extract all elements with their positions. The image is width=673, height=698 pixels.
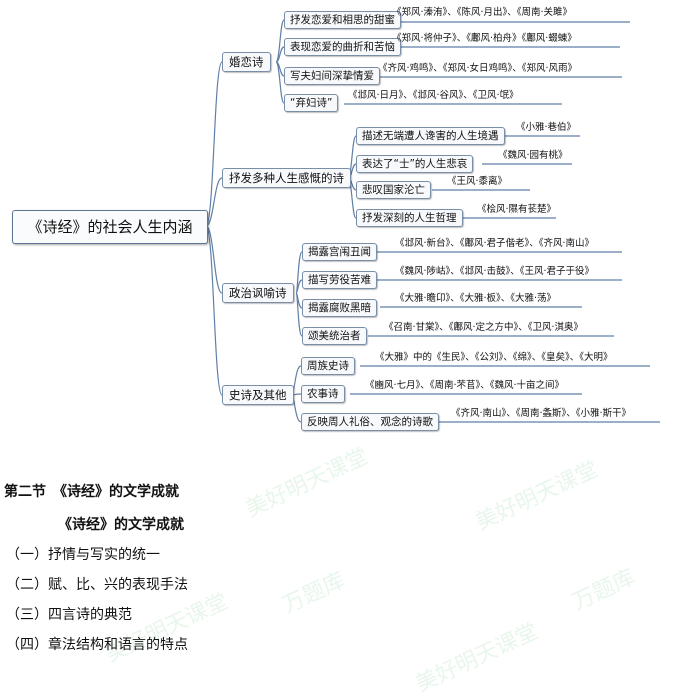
topic-node: 表现恋爱的曲折和苦恼 — [284, 38, 401, 56]
connector — [275, 19, 285, 63]
topic-node: 揭露宫闱丑闻 — [302, 243, 377, 261]
poem-list: 《王风·黍离》 — [447, 176, 508, 187]
topic-node: 抒发深刻的人生哲理 — [356, 209, 463, 227]
list-item: （一）抒情与写实的统一 — [6, 547, 160, 563]
topic-node: 反映周人礼俗、观念的诗歌 — [301, 413, 439, 431]
poem-list: 《魏风·园有桃》 — [498, 150, 568, 161]
topic-node: 描述无端遭人谗害的人生境遇 — [356, 127, 505, 145]
branch-node-epic: 史诗及其他 — [222, 385, 294, 405]
connector — [205, 225, 223, 396]
poem-list: 《魏风·陟岵》、《邶风·击鼓》、《王风·君子于役》 — [395, 266, 595, 277]
watermark: 美好明天课堂 — [241, 444, 373, 523]
topic-node: 表达了“士”的人生悲哀 — [356, 155, 474, 173]
topic-node: 抒发恋爱和相思的甜蜜 — [284, 11, 401, 29]
poem-list: 《齐风·南山》、《周南·螽斯》、《小雅·斯干》 — [451, 408, 632, 419]
poem-list: 《桧风·隰有苌楚》 — [477, 204, 557, 215]
list-item: （二）赋、比、兴的表现手法 — [6, 577, 188, 593]
connector — [205, 61, 223, 227]
watermark: 万题库 — [278, 567, 350, 619]
watermark: 美好明天课堂 — [101, 589, 233, 668]
poem-list: 《齐风·鸡鸣》、《郑风·女日鸡鸣》、《郑风·风雨》 — [378, 63, 578, 74]
poem-list: 《召南·甘棠》、《鄘风·定之方中》、《卫风·淇奥》 — [384, 322, 584, 333]
subsection-title: 《诗经》的文学成就 — [58, 517, 184, 533]
branch-node-politics: 政治讽喻诗 — [222, 283, 294, 303]
topic-node: 周族史诗 — [301, 357, 355, 375]
poem-list: 《郑风·将仲子》、《鄘风·柏舟》《鄘风·蝃蝀》 — [392, 33, 577, 44]
poem-list: 《小雅·巷伯》 — [516, 122, 577, 133]
section-title: 第二节 《诗经》的文学成就 — [4, 484, 179, 500]
connector — [295, 292, 303, 337]
branch-node-life: 抒发多种人生感慨的诗 — [222, 168, 351, 188]
poem-list: 《邶风·日月》、《邶风·谷风》、《卫风·氓》 — [348, 90, 519, 101]
connector — [205, 225, 223, 294]
topic-node: 农事诗 — [301, 385, 345, 403]
topic-node: 颂美统治者 — [302, 327, 367, 345]
mind-map-root: 《诗经》的社会人生内涵 — [12, 210, 208, 244]
topic-node: “弃妇诗” — [284, 94, 339, 112]
topic-node: 悲叹国家沦亡 — [356, 181, 431, 199]
topic-node: 描写劳役苦难 — [302, 271, 377, 289]
list-item: （四）章法结构和语言的特点 — [6, 637, 188, 653]
poem-list: 《大雅》中的《生民》、《公刘》、《绵》、《皇矣》、《大明》 — [375, 352, 613, 363]
connector — [275, 61, 285, 104]
connector — [275, 46, 285, 63]
watermark: 美好明天课堂 — [411, 619, 543, 698]
topic-node: 揭露腐败黑暗 — [302, 299, 377, 317]
watermark: 万题库 — [568, 564, 640, 616]
poem-list: 《邶风·新台》、《鄘风·君子偕老》、《齐风·南山》 — [395, 238, 595, 249]
watermark: 美好明天课堂 — [471, 457, 603, 536]
branch-node-marriage: 婚恋诗 — [222, 52, 271, 72]
poem-list: 《郑风·溱洧》、《陈风·月出》、《周南·关雎》 — [392, 7, 573, 18]
topic-node: 写夫妇间深挚情爱 — [284, 67, 380, 85]
poem-list: 《豳风·七月》、《周南·芣苢》、《魏风·十亩之间》 — [365, 380, 565, 391]
list-item: （三）四言诗的典范 — [6, 607, 132, 623]
poem-list: 《大雅·瞻卬》、《大雅·板》、《大雅·荡》 — [395, 293, 557, 304]
